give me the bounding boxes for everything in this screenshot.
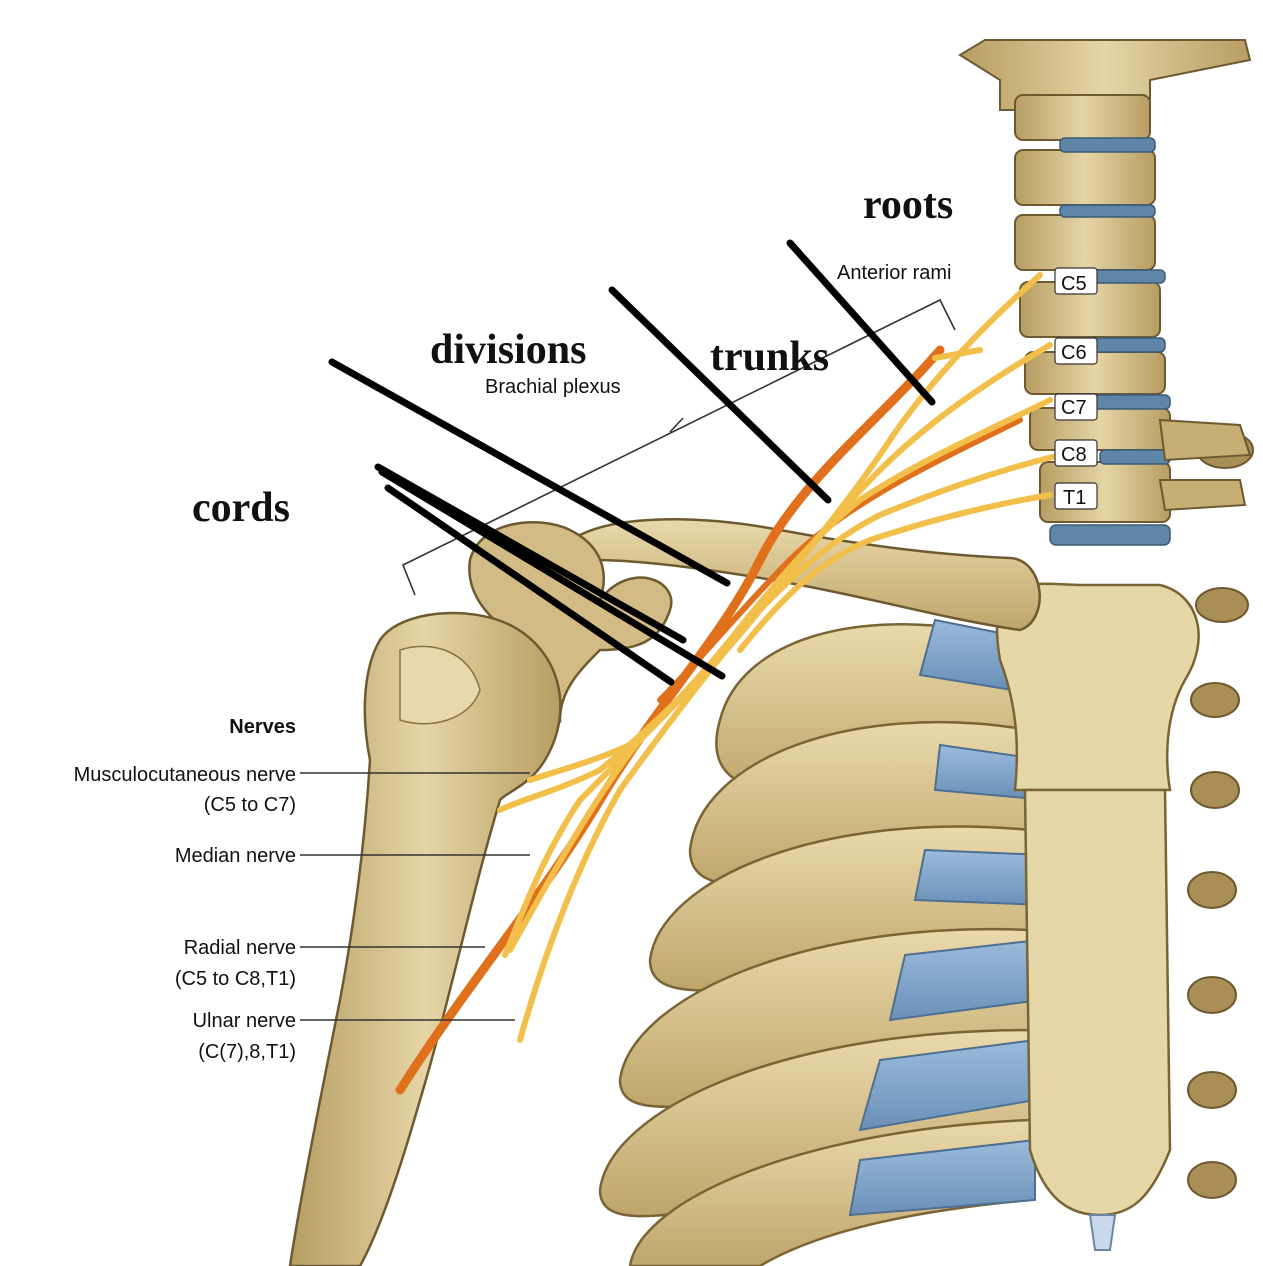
c7-label: C7: [1061, 397, 1087, 419]
musculocutaneous-nerve-label: Musculocutaneous nerve: [74, 764, 296, 786]
trunks-pointer-line: [612, 290, 828, 500]
ulnar-nerve-label: Ulnar nerve: [193, 1010, 296, 1032]
nerves-heading: Nerves: [229, 716, 296, 738]
median-nerve-label: Median nerve: [175, 845, 296, 867]
nerve-labels: Nerves Musculocutaneous nerve (C5 to C7)…: [74, 716, 296, 1063]
radial-roots-label: (C5 to C8,T1): [175, 968, 296, 990]
ulnar-roots-label: (C(7),8,T1): [198, 1041, 296, 1063]
brachial-plexus-label: Brachial plexus: [485, 376, 621, 398]
humerus: [290, 613, 560, 1266]
roots-annotation: roots: [863, 182, 953, 228]
trunks-annotation: trunks: [710, 334, 829, 380]
t1-label: T1: [1063, 487, 1086, 509]
musculocutaneous-roots-label: (C5 to C7): [204, 794, 296, 816]
plexus-part-annotations: roots trunks divisions cords: [192, 182, 953, 531]
cords-annotation: cords: [192, 485, 290, 531]
c5-label: C5: [1061, 273, 1087, 295]
anterior-rami-label: Anterior rami: [837, 262, 951, 284]
c6-label: C6: [1061, 342, 1087, 364]
radial-nerve-label: Radial nerve: [184, 937, 296, 959]
posterior-ribs: [1188, 432, 1253, 1198]
divisions-annotation: divisions: [430, 327, 586, 373]
c8-label: C8: [1061, 444, 1087, 466]
